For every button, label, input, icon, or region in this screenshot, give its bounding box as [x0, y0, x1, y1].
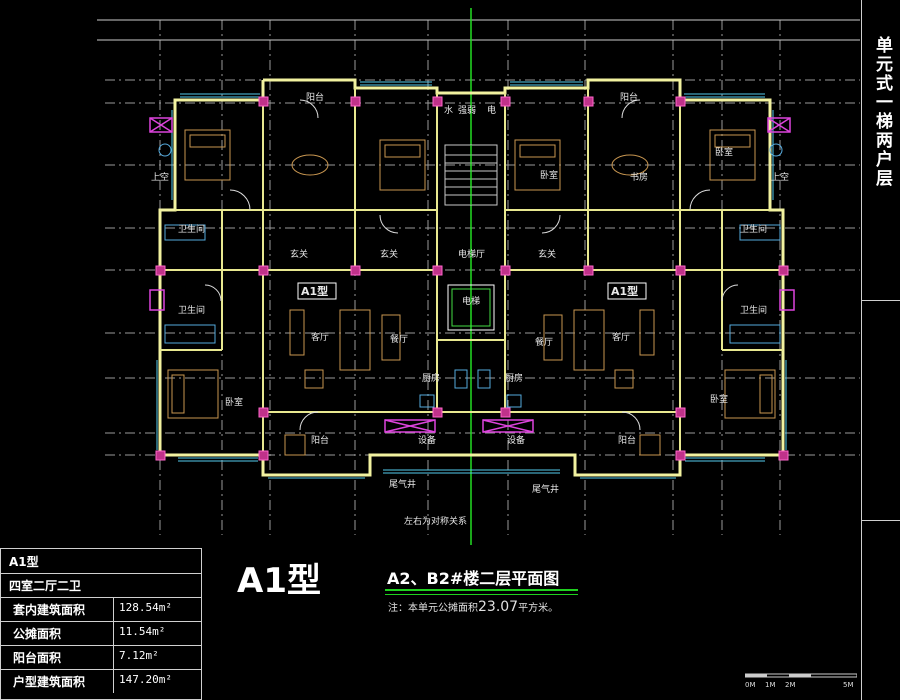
- table-row: 公摊面积 11.54m²: [1, 621, 201, 646]
- room-label-kitchen: 厨房: [422, 372, 440, 384]
- room-label-bathroom: 卫生间: [178, 304, 205, 316]
- scale-label: 2M: [785, 681, 796, 689]
- room-label-foyer: 玄关: [290, 248, 308, 260]
- drawing-series-title: 单元式一梯两户层: [872, 36, 892, 188]
- title-strip: 单元式一梯两户层: [861, 0, 900, 700]
- room-label-equipment: 设备: [507, 434, 525, 446]
- drawing-title: A2、B2#楼二层平面图: [387, 569, 560, 588]
- area-table: A1型 四室二厅二卫 套内建筑面积 128.54m² 公摊面积 11.54m² …: [0, 548, 202, 700]
- room-label-balcony: 阳台: [620, 91, 638, 103]
- room-label-bedroom: 卧室: [715, 146, 733, 158]
- scale-label: 0M: [745, 681, 756, 689]
- table-subtitle-row: 四室二厅二卫: [1, 573, 201, 598]
- scale-bar: 0M 1M 2M 5M: [745, 673, 857, 689]
- room-label-study: 书房: [630, 171, 648, 183]
- doors: [204, 99, 739, 431]
- room-label-elevator-hall: 电梯厅: [458, 248, 485, 260]
- room-label-foyer: 玄关: [380, 248, 398, 260]
- room-label-bedroom: 卧室: [225, 396, 243, 408]
- area-note: 注：本单元公摊面积23.07平方米。: [388, 599, 559, 615]
- room-label-balcony: 阳台: [618, 434, 636, 446]
- room-label-bathroom: 卫生间: [178, 223, 205, 235]
- table-subtitle: 四室二厅二卫: [9, 579, 82, 593]
- room-label-bathroom: 卫生间: [740, 304, 767, 316]
- room-label-dining: 餐厅: [535, 336, 553, 348]
- room-label-kitchen: 厨房: [505, 372, 523, 384]
- table-row: 套内建筑面积 128.54m²: [1, 597, 201, 622]
- room-label-living: 客厅: [612, 331, 630, 343]
- room-label-bedroom: 卧室: [710, 393, 728, 405]
- room-label-dining: 餐厅: [390, 333, 408, 345]
- table-title-row: A1型: [1, 549, 201, 574]
- table-row: 户型建筑面积 147.20m²: [1, 669, 201, 693]
- furniture: [167, 129, 776, 456]
- room-label-aircon: 上空: [771, 171, 789, 183]
- unit-tag-left: A1型: [301, 284, 328, 298]
- table-title: A1型: [9, 555, 39, 569]
- scale-label: 5M: [843, 681, 854, 689]
- room-label-balcony: 阳台: [306, 91, 324, 103]
- room-label-bedroom: 卧室: [540, 169, 558, 181]
- room-label-bathroom: 卫生间: [740, 223, 767, 235]
- room-label-balcony: 阳台: [311, 434, 329, 446]
- room-label-foyer: 玄关: [538, 248, 556, 260]
- shaft-label: 电: [487, 104, 496, 116]
- title-underline: [385, 589, 578, 595]
- shaft-label: 水: [444, 104, 453, 116]
- unit-type-title: A1型: [237, 561, 321, 601]
- windows: [156, 81, 787, 479]
- columns: [155, 96, 789, 461]
- room-label-exhaust: 尾气井: [532, 483, 559, 495]
- table-row: 阳台面积 7.12m²: [1, 645, 201, 670]
- room-label-aircon: 上空: [151, 171, 169, 183]
- room-label-equipment: 设备: [418, 434, 436, 446]
- scale-label: 1M: [765, 681, 776, 689]
- shaft-label: 强弱: [458, 105, 476, 116]
- room-label-living: 客厅: [311, 331, 329, 343]
- symmetry-note: 左右为对称关系: [404, 515, 467, 527]
- elevator-shaft: [447, 284, 495, 331]
- stairwell: [444, 144, 498, 206]
- room-label-elevator: 电梯: [462, 295, 480, 307]
- unit-tag-right: A1型: [611, 284, 638, 298]
- room-label-exhaust: 尾气井: [389, 478, 416, 490]
